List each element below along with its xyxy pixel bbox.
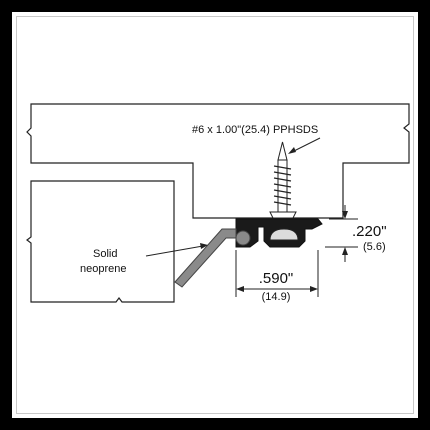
screw-callout-label: #6 x 1.00"(25.4) PPHSDS <box>192 124 318 136</box>
header-frame-section <box>26 103 410 219</box>
width-dimension-mm: (14.9) <box>262 291 291 303</box>
screw-leader-line <box>291 137 321 153</box>
screw <box>269 141 297 219</box>
door-section <box>26 180 175 303</box>
height-dimension-inches: .220" <box>352 223 387 240</box>
width-dimension-inches: .590" <box>259 270 294 287</box>
screw-leader-arrow <box>288 147 296 154</box>
seal-leader-line <box>145 245 204 257</box>
height-dimension <box>325 205 358 262</box>
width-dimension <box>235 250 319 297</box>
seal-label-line2: neoprene <box>80 263 127 275</box>
inner-border <box>16 16 414 414</box>
seal-leader-arrow <box>200 243 208 249</box>
seal-label-line1: Solid <box>93 248 117 260</box>
height-dimension-mm: (5.6) <box>363 241 386 253</box>
neoprene-seal <box>174 228 251 288</box>
screw-head <box>269 228 299 241</box>
